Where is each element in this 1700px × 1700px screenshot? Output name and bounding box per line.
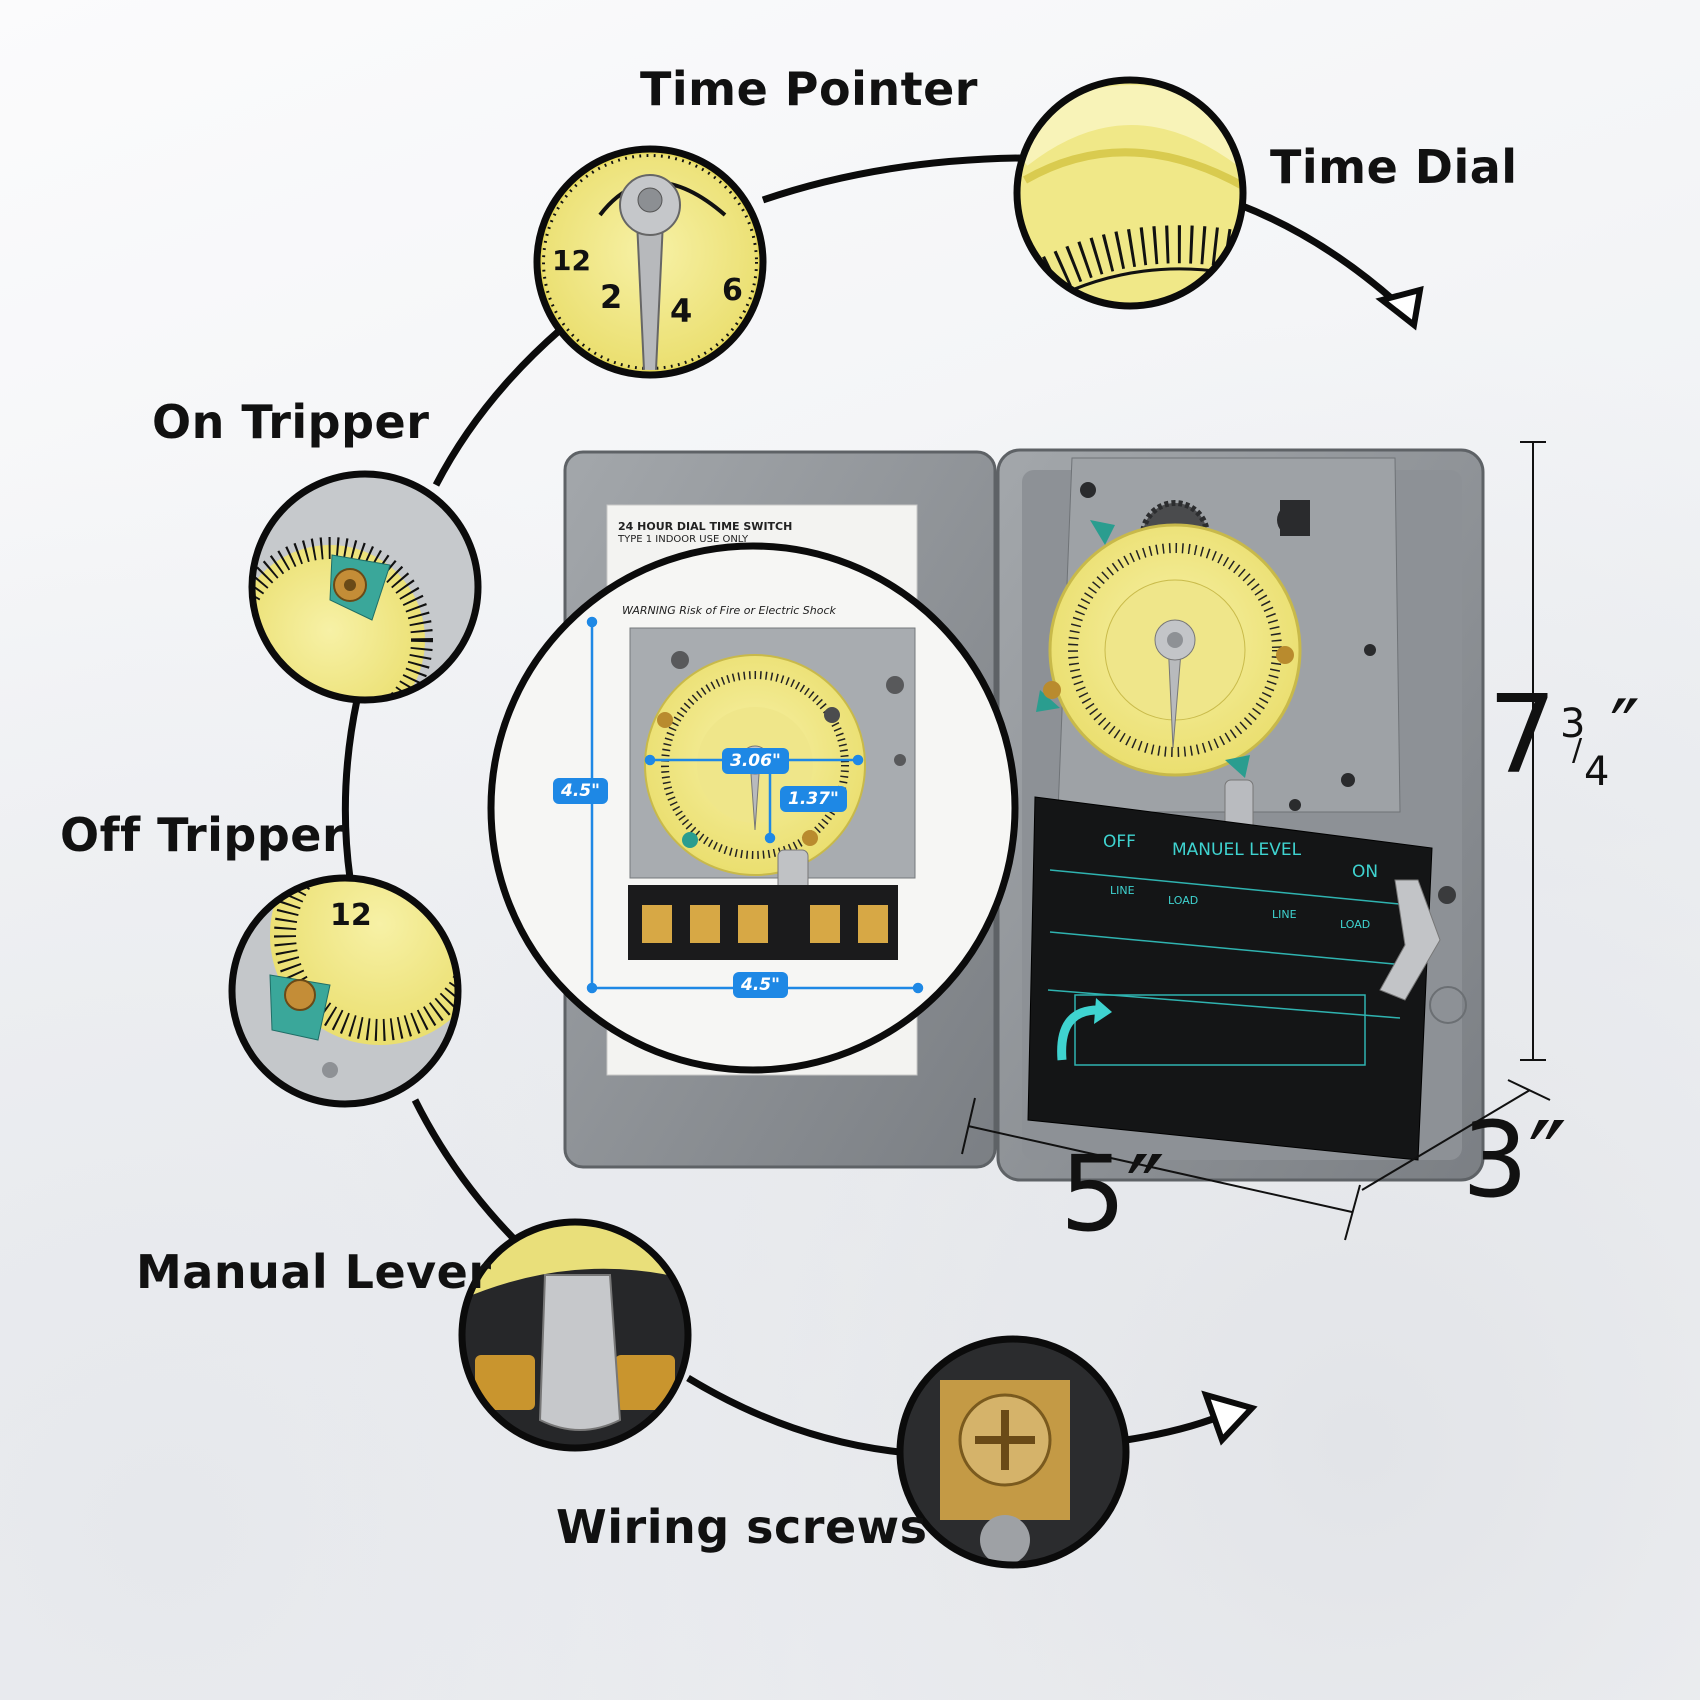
dial-diameter-tag: 3.06"	[722, 748, 789, 774]
off-tripper-bubble: 12	[228, 874, 462, 1108]
panel-terminal-2: LOAD	[1168, 894, 1199, 907]
width-dimension: 5″	[1060, 1133, 1166, 1255]
height-dimension-numerator: 3	[1560, 701, 1586, 747]
panel-terminal-3: LINE	[1272, 908, 1297, 921]
height-dimension-whole: 7	[1488, 673, 1557, 798]
panel-off-label: OFF	[1103, 832, 1136, 852]
arrowheads	[1201, 285, 1424, 1446]
panel-terminal-1: LINE	[1110, 884, 1135, 897]
panel-terminal-4: LOAD	[1340, 918, 1371, 931]
door-sheet-title: 24 HOUR DIAL TIME SWITCH	[618, 520, 793, 533]
time-pointer-bubble: 2 4 6 12	[533, 145, 767, 379]
depth-dimension: 3″	[1462, 1099, 1568, 1221]
panel-on-label: ON	[1352, 862, 1379, 882]
off-tripper-label: Off Tripper	[60, 808, 346, 862]
wiring-screws-label: Wiring screws	[556, 1500, 928, 1554]
door-sheet-line: TYPE 1 INDOOR USE ONLY	[618, 534, 749, 545]
svg-text:12: 12	[552, 244, 591, 277]
panel-manual-lever-label: MANUEL LEVEL	[1172, 840, 1302, 860]
manual-lever-label: Manual Lever	[136, 1245, 492, 1299]
zoom-detail	[487, 542, 1019, 1074]
door-sheet-warning: WARNING Risk of Fire or Electric Shock	[622, 604, 836, 617]
svg-text:6: 6	[722, 273, 743, 308]
wiring-screws-bubble	[896, 1335, 1130, 1569]
on-tripper-bubble	[248, 470, 482, 704]
time-pointer-label: Time Pointer	[640, 62, 978, 116]
manual-lever-bubble	[458, 1218, 692, 1452]
svg-text:2: 2	[600, 278, 622, 316]
svg-text:12: 12	[330, 898, 372, 933]
dial-radius-tag: 1.37"	[780, 786, 847, 812]
svg-text:4: 4	[670, 292, 692, 330]
height-dimension-mark: ″	[1610, 683, 1640, 776]
inner-height-tag: 4.5"	[553, 778, 608, 804]
on-tripper-label: On Tripper	[152, 395, 430, 449]
inner-width-tag: 4.5"	[733, 972, 788, 998]
time-dial-bubble	[1013, 76, 1247, 310]
time-dial-label: Time Dial	[1270, 140, 1518, 194]
fraction-slash: /	[1572, 733, 1583, 768]
height-dimension-denominator: 4	[1584, 749, 1610, 795]
dimension-lines	[961, 441, 1551, 1241]
